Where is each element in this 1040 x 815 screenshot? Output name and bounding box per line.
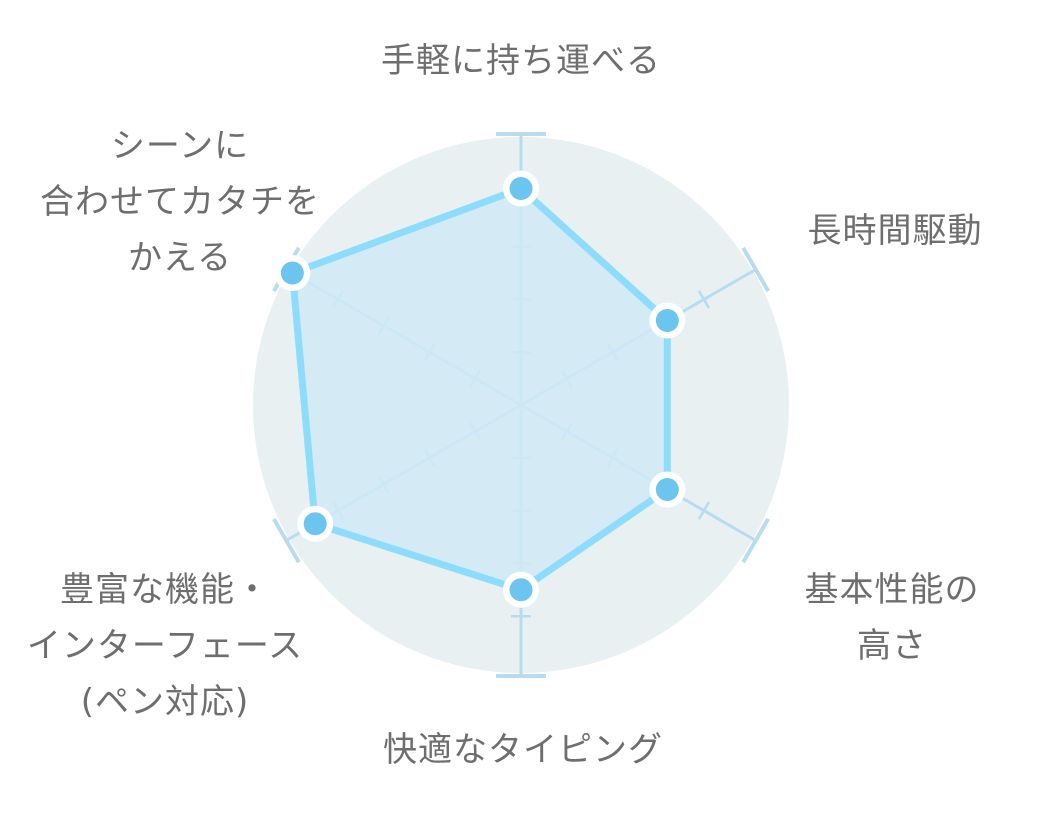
axis-label: 長時間駆動 <box>808 211 983 251</box>
axis-label-line: インターフェース <box>27 626 303 666</box>
axis-label: 手軽に持ち運べる <box>381 41 661 81</box>
axis-label-line: 合わせてカタチを <box>40 182 320 222</box>
axis-tick <box>697 290 710 309</box>
axis-label-line: 快適なタイピング <box>383 730 663 770</box>
axis-label: 快適なタイピング <box>383 730 663 770</box>
axis-label-line: 長時間駆動 <box>808 211 983 251</box>
data-point <box>509 578 533 602</box>
data-point <box>655 477 679 501</box>
axis-label-line: シーンに <box>111 126 249 166</box>
axis-label: 豊富な機能・インターフェース (ペン対応) <box>27 570 303 722</box>
axis-label-line: 基本性能の <box>805 570 980 610</box>
data-point <box>303 512 327 536</box>
points-layer <box>274 170 686 608</box>
axis-label-line: (ペン対応) <box>81 682 250 722</box>
axis-end-cap <box>272 517 301 564</box>
data-point <box>655 309 679 333</box>
axis-tick <box>697 501 710 520</box>
axis-label-line: 豊富な機能・ <box>60 570 270 610</box>
axis-label-line: 手軽に持ち運べる <box>381 41 661 81</box>
axis-label: シーンに合わせてカタチをかえる <box>40 126 320 278</box>
data-point <box>509 177 533 201</box>
axis-end-cap <box>741 246 770 293</box>
axis-label: 基本性能の高さ <box>805 570 980 666</box>
axis-label-line: かえる <box>128 238 232 278</box>
data-point <box>280 261 304 285</box>
axis-label-line: 高さ <box>857 626 927 666</box>
axis-end-cap <box>741 517 770 564</box>
